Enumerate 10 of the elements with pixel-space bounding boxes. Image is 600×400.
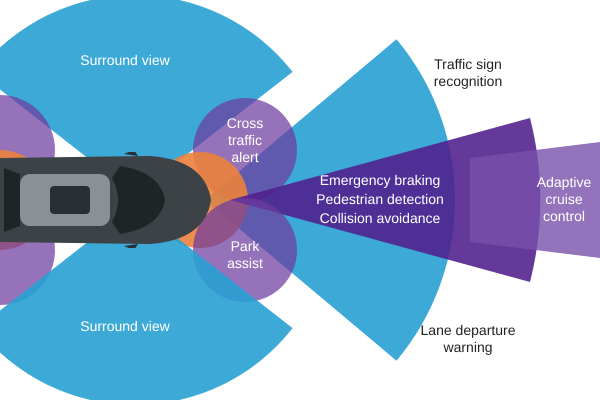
zone-label: Lane departure warning	[420, 322, 516, 356]
zone-label: Park assist	[226, 238, 264, 272]
zone-label: Pedestrian detection	[315, 191, 445, 208]
zone-label: Surround view	[79, 52, 171, 69]
zone-label: Traffic sign recognition	[432, 56, 504, 90]
zone-label: Adaptive cruise control	[536, 174, 592, 225]
zone-label: Surround view	[79, 318, 171, 335]
zone-label: Cross traffic alert	[226, 115, 264, 166]
zone-label: Emergency braking	[318, 172, 442, 189]
zone-label: Collision avoidance	[318, 210, 442, 227]
